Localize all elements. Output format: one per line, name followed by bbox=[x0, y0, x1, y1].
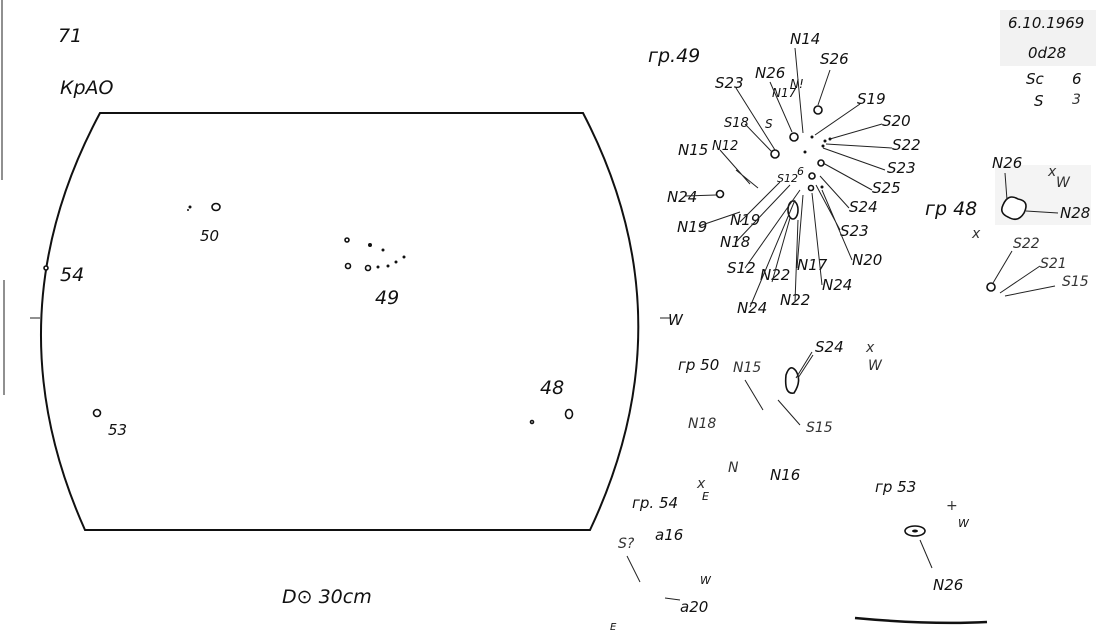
svg-text:S24: S24 bbox=[815, 338, 844, 356]
group-54-detail: гр. 54 a16 S? W a20 E bbox=[610, 494, 712, 633]
svg-text:N26: N26 bbox=[933, 576, 963, 594]
svg-text:S12: S12 bbox=[727, 259, 756, 277]
svg-text:N24: N24 bbox=[822, 276, 852, 294]
svg-text:S21: S21 bbox=[1040, 256, 1067, 272]
group-50-detail: гр 50 N15 S24 S15 N18 N N16 x W x E bbox=[678, 338, 883, 503]
group-49-spots bbox=[344, 237, 406, 272]
svg-text:N24: N24 bbox=[667, 188, 697, 206]
group-48-spots bbox=[529, 408, 574, 425]
solar-disk bbox=[39, 112, 640, 531]
svg-text:N15: N15 bbox=[733, 360, 761, 376]
svg-text:S?: S? bbox=[618, 536, 635, 552]
svg-text:S15: S15 bbox=[1062, 274, 1089, 290]
svg-text:a20: a20 bbox=[680, 598, 708, 616]
svg-text:S22: S22 bbox=[1013, 236, 1040, 252]
svg-text:S26: S26 bbox=[820, 50, 849, 68]
svg-text:N19: N19 bbox=[677, 218, 707, 236]
svg-text:N14: N14 bbox=[790, 30, 820, 48]
svg-text:W: W bbox=[958, 517, 970, 530]
svg-text:N12: N12 bbox=[712, 139, 738, 154]
svg-text:W: W bbox=[700, 574, 712, 587]
sc-value: 6 bbox=[1072, 70, 1082, 88]
svg-text:гр 53: гр 53 bbox=[875, 478, 916, 496]
group-49-title: гр.49 bbox=[648, 45, 700, 67]
svg-text:N18: N18 bbox=[688, 416, 716, 432]
group-50-label: 50 bbox=[200, 227, 219, 245]
date: 6.10.1969 bbox=[1008, 14, 1084, 32]
group-54-label: 54 bbox=[60, 264, 84, 286]
svg-text:S20: S20 bbox=[882, 112, 911, 130]
svg-text:N!: N! bbox=[790, 77, 804, 91]
svg-text:6: 6 bbox=[797, 165, 804, 178]
svg-text:S19: S19 bbox=[857, 90, 886, 108]
svg-text:+: + bbox=[946, 498, 958, 514]
group-54-spot bbox=[43, 265, 49, 271]
svg-text:гр 48: гр 48 bbox=[925, 198, 977, 220]
svg-text:E: E bbox=[702, 490, 709, 503]
svg-text:x: x bbox=[696, 476, 706, 492]
group-53-detail: гр 53 + W N26 bbox=[854, 478, 988, 625]
svg-text:S22: S22 bbox=[892, 136, 921, 154]
group-48-detail: гр 48 x N26 N28 x W S22 S21 S15 bbox=[925, 154, 1091, 297]
svg-text:E: E bbox=[610, 622, 617, 633]
svg-text:S: S bbox=[765, 117, 773, 131]
svg-text:гр 50: гр 50 bbox=[678, 356, 719, 374]
group-50-spots bbox=[187, 202, 221, 212]
svg-text:N26: N26 bbox=[992, 154, 1022, 172]
svg-text:S15: S15 bbox=[806, 420, 833, 436]
svg-text:S25: S25 bbox=[872, 179, 901, 197]
svg-text:x: x bbox=[1047, 164, 1057, 180]
svg-text:x: x bbox=[865, 340, 875, 356]
time: 0d28 bbox=[1028, 44, 1066, 62]
svg-text:N15: N15 bbox=[678, 141, 708, 159]
svg-text:S12: S12 bbox=[777, 172, 798, 185]
svg-text:x: x bbox=[971, 226, 981, 242]
svg-text:N17: N17 bbox=[797, 256, 828, 274]
svg-text:N24: N24 bbox=[737, 299, 767, 317]
group-49-label: 49 bbox=[375, 287, 399, 309]
svg-text:N17: N17 bbox=[772, 86, 797, 100]
west-label: W bbox=[668, 311, 684, 329]
info-box bbox=[1000, 10, 1096, 66]
svg-text:гр. 54: гр. 54 bbox=[632, 494, 678, 512]
diameter-note: D⊙ 30cm bbox=[282, 586, 372, 608]
svg-text:W: W bbox=[1056, 175, 1071, 191]
svg-text:S18: S18 bbox=[724, 116, 749, 131]
svg-text:N20: N20 bbox=[852, 251, 882, 269]
group-48-label: 48 bbox=[540, 377, 564, 399]
s-value: 3 bbox=[1072, 92, 1081, 108]
observatory-label: КрАО bbox=[60, 77, 114, 99]
svg-text:N28: N28 bbox=[1060, 204, 1090, 222]
svg-text:N22: N22 bbox=[760, 266, 790, 284]
svg-text:S23: S23 bbox=[840, 222, 869, 240]
svg-text:S23: S23 bbox=[715, 74, 744, 92]
svg-text:N: N bbox=[728, 460, 739, 476]
svg-text:S24: S24 bbox=[849, 198, 878, 216]
svg-text:N16: N16 bbox=[770, 466, 800, 484]
sheet-number: 71 bbox=[58, 25, 82, 47]
svg-text:S23: S23 bbox=[887, 159, 916, 177]
svg-text:W: W bbox=[868, 358, 883, 374]
group-53-label: 53 bbox=[108, 421, 127, 439]
group-49-detail: гр.49 N14 S26 S23 N26 N17 N! S19 S20 S22… bbox=[648, 30, 921, 317]
svg-text:N18: N18 bbox=[720, 233, 750, 251]
sc-label: Sc bbox=[1026, 70, 1045, 88]
svg-text:a16: a16 bbox=[655, 526, 683, 544]
s-label: S bbox=[1034, 92, 1044, 110]
svg-text:N26: N26 bbox=[755, 64, 785, 82]
group-53-spot bbox=[92, 408, 102, 418]
